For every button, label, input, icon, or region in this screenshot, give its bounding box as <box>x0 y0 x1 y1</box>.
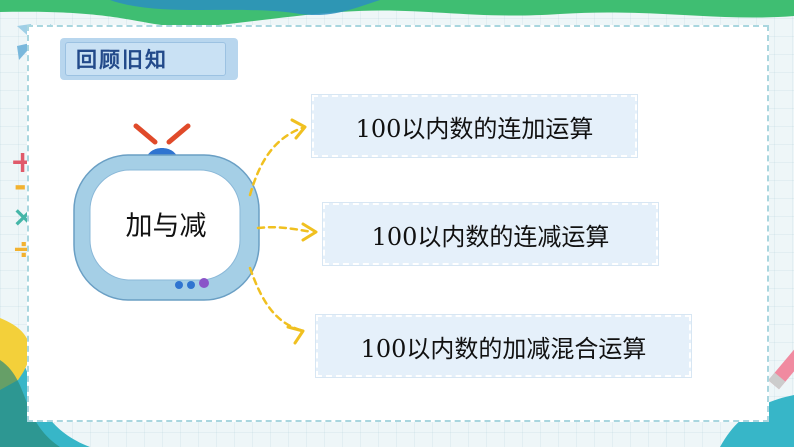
arrow-heads <box>286 118 318 345</box>
pencil-icon <box>768 334 794 390</box>
svg-text:-: - <box>14 169 26 204</box>
tv-knob-icon <box>175 281 183 289</box>
topic-box-subtraction: 100以内数的连减运算 <box>322 202 659 266</box>
topic-box-addition: 100以内数的连加运算 <box>311 94 638 158</box>
bottom-dark-band <box>0 360 60 447</box>
tv-knob-icon <box>199 278 209 288</box>
section-title: 回顾旧知 <box>76 48 168 72</box>
tv-knob-icon <box>187 281 195 289</box>
center-label: 加与减 <box>125 211 207 242</box>
tv-screen <box>89 169 241 281</box>
topic-box-mixed: 100以内数的加减混合运算 <box>315 314 692 378</box>
top-teal-wave <box>110 0 380 16</box>
connector-arrows <box>248 126 314 332</box>
title-tab <box>60 38 238 80</box>
